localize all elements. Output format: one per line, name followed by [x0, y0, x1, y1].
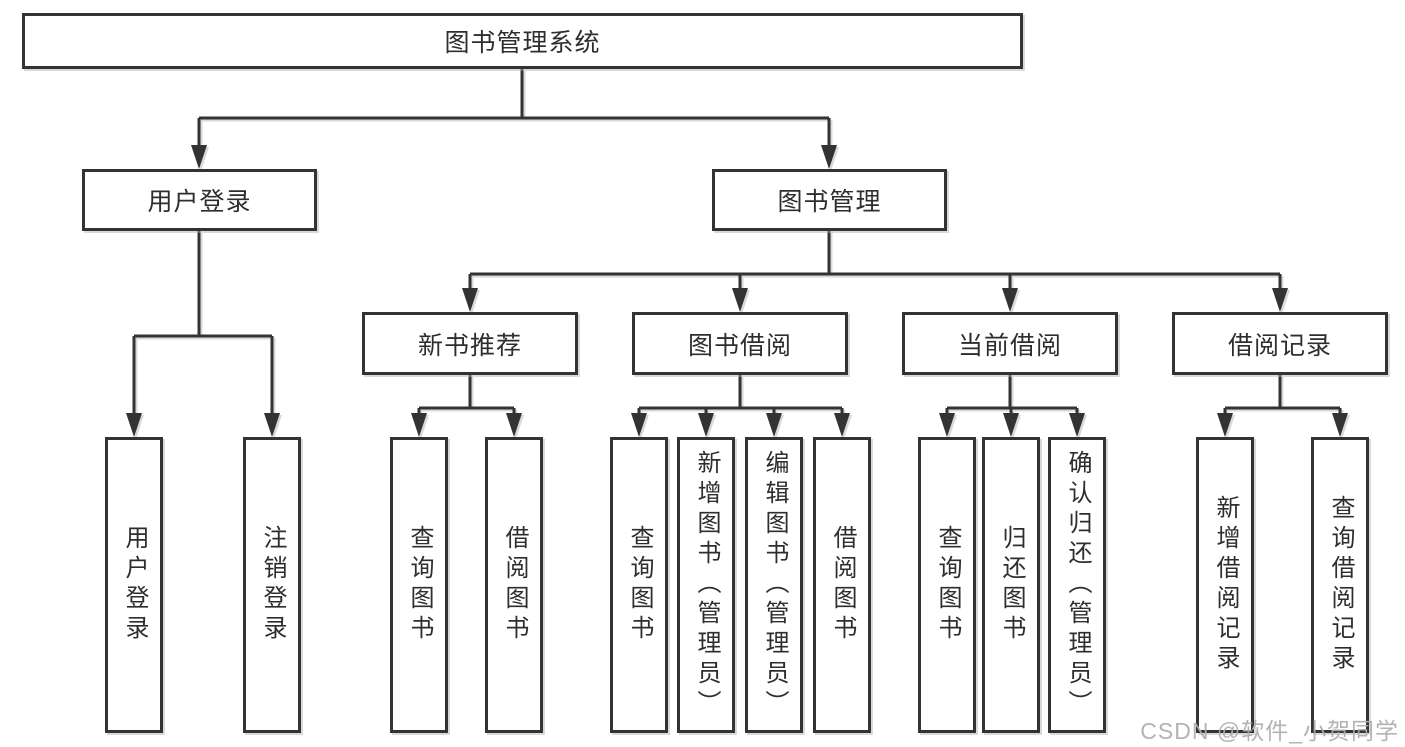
arrow-down-icon: [631, 413, 647, 437]
arrow-down-icon: [506, 413, 522, 437]
connector-root-to-level2: [197, 69, 831, 147]
arrowhead-icons: [126, 145, 1348, 437]
node-new-book-recommend: 新书推荐: [362, 312, 578, 375]
connector-userlogin-to-leaves: [132, 231, 274, 415]
arrow-down-icon: [698, 413, 714, 437]
leaf-borrow-books-borrowing: 借阅图书: [813, 437, 871, 733]
node-book-borrowing: 图书借阅: [632, 312, 848, 375]
node-current-borrowing: 当前借阅: [902, 312, 1118, 375]
watermark: CSDN @软件_小贺同学: [1140, 718, 1399, 744]
leaf-query-books-recommend: 查询图书: [390, 437, 448, 733]
arrow-down-icon: [1002, 288, 1018, 312]
arrow-down-icon: [1272, 288, 1288, 312]
connector-newbook-to-leaves: [417, 375, 516, 415]
node-user-login: 用户登录: [82, 169, 317, 231]
arrow-down-icon: [939, 413, 955, 437]
leaf-logout: 注销登录: [243, 437, 301, 733]
connector-bookborrow-to-leaves: [637, 375, 844, 415]
arrow-down-icon: [1003, 413, 1019, 437]
arrow-down-icon: [462, 288, 478, 312]
leaf-add-book-admin: 新增图书（管理员）: [677, 437, 735, 733]
arrow-down-icon: [1069, 413, 1085, 437]
leaf-edit-book-admin: 编辑图书（管理员）: [745, 437, 803, 733]
arrow-down-icon: [264, 413, 280, 437]
leaf-query-borrow-record: 查询借阅记录: [1311, 437, 1369, 733]
arrow-down-icon: [411, 413, 427, 437]
arrow-down-icon: [834, 413, 850, 437]
node-borrowing-records: 借阅记录: [1172, 312, 1388, 375]
leaf-return-book: 归还图书: [982, 437, 1040, 733]
arrow-down-icon: [821, 145, 837, 169]
node-system-root: 图书管理系统: [22, 13, 1023, 69]
arrow-down-icon: [1332, 413, 1348, 437]
arrow-down-icon: [766, 413, 782, 437]
arrow-down-icon: [1217, 413, 1233, 437]
arrow-down-icon: [126, 413, 142, 437]
arrow-down-icon: [191, 145, 207, 169]
connector-currentborrow-to-leaves: [945, 375, 1079, 415]
arrow-down-icon: [732, 288, 748, 312]
leaf-borrow-books-recommend: 借阅图书: [485, 437, 543, 733]
connector-borrowrecord-to-leaves: [1223, 375, 1342, 415]
leaf-query-books-current: 查询图书: [918, 437, 976, 733]
leaf-query-books-borrowing: 查询图书: [610, 437, 668, 733]
connector-lines: [132, 69, 1342, 415]
leaf-confirm-return-admin: 确认归还（管理员）: [1048, 437, 1106, 733]
node-book-management: 图书管理: [712, 169, 947, 231]
connector-bookmgmt-to-level3: [468, 231, 1282, 290]
leaf-add-borrow-record: 新增借阅记录: [1196, 437, 1254, 733]
leaf-user-login: 用户登录: [105, 437, 163, 733]
